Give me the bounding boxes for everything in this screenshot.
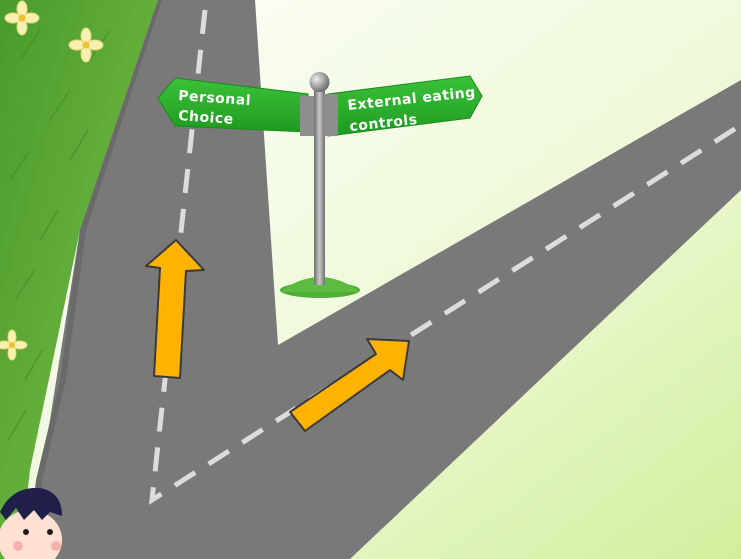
- signpost-ball: [310, 72, 330, 92]
- signpost-pole: [314, 90, 325, 285]
- child-character-icon: [0, 488, 62, 559]
